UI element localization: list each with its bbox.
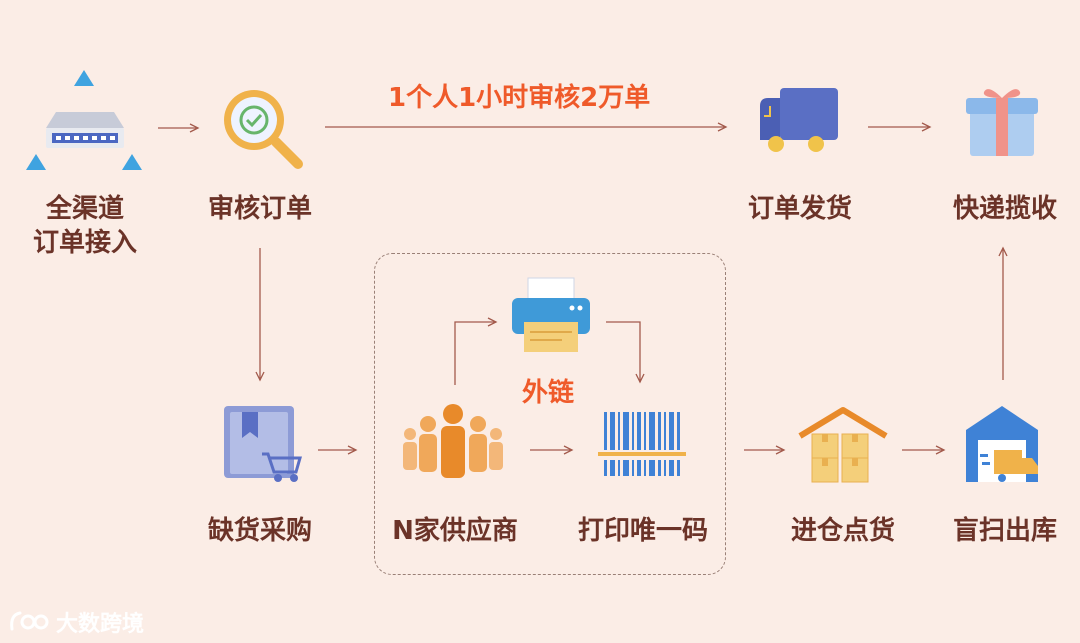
node-label-outbound: 盲扫出库 <box>952 516 1057 546</box>
warehouse-boxes-icon <box>798 407 888 483</box>
node-label-inbound: 进仓点货 <box>790 516 895 546</box>
arrow-channel-to-review <box>158 123 200 133</box>
arrow-ship-to-pickup <box>868 122 932 132</box>
watermark-text: 大数跨境 <box>56 612 145 637</box>
arrow-inbound-to-outbound <box>902 445 946 455</box>
node-label-suppliers: N家供应商 <box>392 516 518 546</box>
delivery-truck-icon <box>760 88 838 152</box>
arrow-external-to-print <box>606 321 645 384</box>
external-chain-group <box>374 253 726 575</box>
printer-icon <box>512 277 590 352</box>
throughput-note: 1个人1小时审核2万单 <box>388 83 651 113</box>
node-label-all-channel: 全渠道 订单接入 <box>20 192 150 260</box>
watermark-logo-icon <box>10 611 49 631</box>
node-label-all-channel-line1: 全渠道 <box>45 194 124 224</box>
arrow-review-to-ship <box>325 122 728 132</box>
node-label-ship: 订单发货 <box>747 194 852 224</box>
warehouse-truck-icon <box>966 406 1038 482</box>
node-label-purchase: 缺货采购 <box>207 516 312 546</box>
node-label-all-channel-line2: 订单接入 <box>32 228 137 258</box>
book-cart-icon <box>224 406 302 482</box>
external-chain-label: 外链 <box>522 378 575 408</box>
arrow-review-to-purchase <box>255 248 265 382</box>
people-group-icon <box>403 404 503 478</box>
gift-box-icon <box>966 89 1038 156</box>
arrow-print-to-inbound <box>744 445 786 455</box>
arrow-outbound-to-pickup <box>998 246 1008 380</box>
network-hub-icon <box>26 70 142 170</box>
magnifier-check-icon <box>224 90 303 169</box>
arrow-suppliers-to-external <box>454 317 498 385</box>
node-label-review: 审核订单 <box>207 194 312 224</box>
node-label-pickup: 快递揽收 <box>952 194 1057 224</box>
barcode-icon <box>598 412 686 476</box>
node-label-print: 打印唯一码 <box>577 516 708 546</box>
arrow-suppliers-to-print <box>530 445 574 455</box>
arrow-purchase-to-suppliers <box>318 445 358 455</box>
watermark: 大数跨境 <box>8 606 144 638</box>
